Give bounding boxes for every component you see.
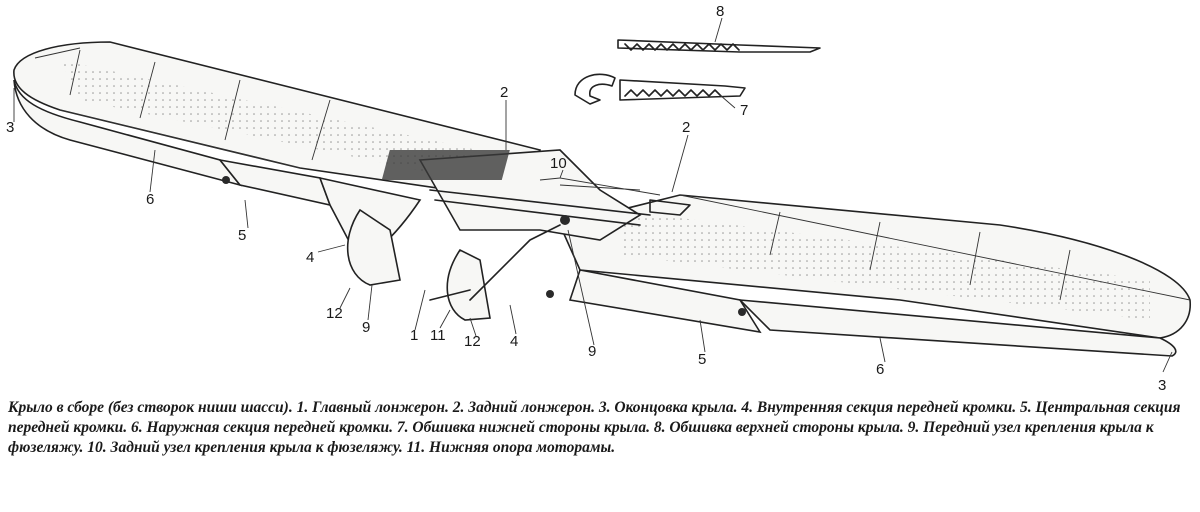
callout-5-right: 5 xyxy=(698,351,706,368)
right-wing-panel xyxy=(558,194,1191,339)
callout-6-right: 6 xyxy=(876,361,884,378)
callout-12-right: 12 xyxy=(464,333,481,350)
callout-10: 10 xyxy=(550,155,567,172)
wing-assembly-drawing: 2 2 10 8 7 3 3 6 6 5 5 4 4 12 12 9 9 1 1… xyxy=(6,3,1191,392)
gear-brackets xyxy=(346,208,570,321)
center-section xyxy=(381,149,691,241)
callout-4-left: 4 xyxy=(306,249,314,266)
callout-7: 7 xyxy=(740,102,748,119)
callout-9-right: 9 xyxy=(588,343,596,360)
detail-lower-skin xyxy=(574,73,746,105)
callout-8: 8 xyxy=(716,3,724,20)
callout-9-left: 9 xyxy=(362,319,370,336)
callout-2-upper: 2 xyxy=(500,84,508,101)
callout-12-left: 12 xyxy=(326,305,343,322)
callout-6-left: 6 xyxy=(146,191,154,208)
callout-2-right: 2 xyxy=(682,119,690,136)
detail-upper-skin xyxy=(617,39,821,53)
callout-5-left: 5 xyxy=(238,227,246,244)
leader-lines xyxy=(13,17,1173,373)
callout-3-left: 3 xyxy=(6,119,14,136)
callout-4-right: 4 xyxy=(510,333,518,350)
callout-11: 11 xyxy=(430,327,446,344)
callout-1: 1 xyxy=(410,327,418,344)
right-leading-edge xyxy=(546,269,1177,357)
callout-3-right: 3 xyxy=(1158,377,1166,392)
figure-caption: Крыло в сборе (без створок ниши шасси). … xyxy=(8,399,1181,456)
